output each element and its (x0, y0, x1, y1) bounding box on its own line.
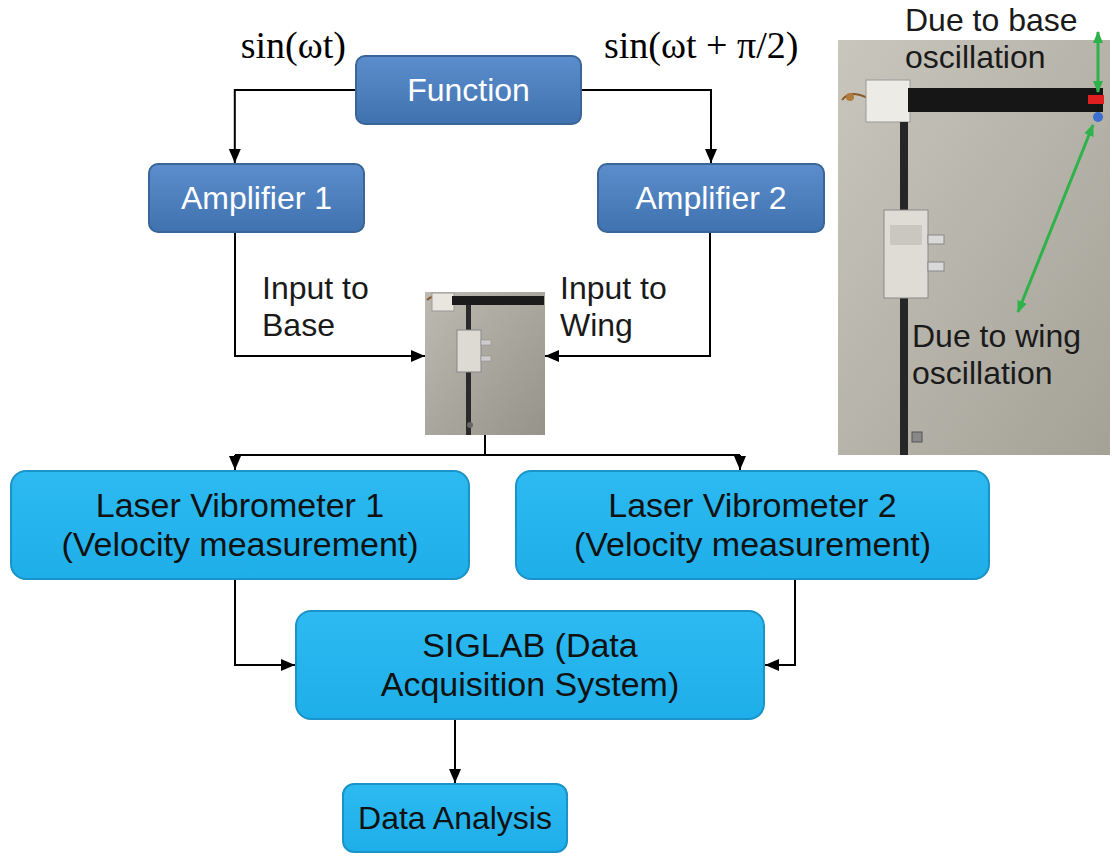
wire (842, 94, 868, 100)
amplifier-box: Amplifier 1 (148, 163, 365, 233)
specimen-photo (425, 292, 545, 435)
signal-wires (235, 233, 740, 470)
clamp-block (457, 330, 481, 372)
signal-formula: sin(ωt) (206, 24, 346, 68)
clamp-block (884, 210, 928, 298)
direction-arrow (1018, 125, 1093, 312)
photo-ground (838, 40, 1110, 455)
instrument-box: Laser Vibrometer 2 (Velocity measurement… (515, 470, 990, 580)
flow-arrow (235, 90, 355, 163)
measurement-mark (1088, 95, 1104, 104)
signal-wire (545, 233, 710, 356)
input-label: Input to Wing (560, 270, 682, 344)
specimen-photo-large (838, 32, 1110, 455)
annotation-label: Due to wing oscillation (912, 318, 1108, 392)
clamp (432, 293, 454, 311)
signal-formula: sin(ωt + π/2) (604, 24, 824, 68)
flow-arrow (454, 720, 456, 783)
signal-wire (484, 435, 486, 455)
bolt (928, 262, 944, 271)
connector-pin (846, 93, 854, 101)
measurement-dot (1093, 112, 1103, 122)
bolt (912, 432, 922, 442)
amplifier-box: Amplifier 2 (597, 163, 825, 233)
signal-wire (234, 455, 236, 470)
box-text: SIGLAB (Data Acquisition System) (360, 626, 700, 704)
signal-wire (739, 455, 741, 470)
bolt (928, 235, 944, 244)
box-text: Laser Vibrometer 2 (Velocity measurement… (558, 486, 948, 564)
flow-arrow (582, 90, 711, 163)
clamp (866, 80, 910, 122)
box-text: Laser Vibrometer 1 (Velocity measurement… (45, 486, 435, 564)
wing-beam (452, 296, 544, 305)
box-text: Amplifier 2 (635, 180, 786, 217)
flow-arrow (765, 580, 795, 665)
acquisition-box: SIGLAB (Data Acquisition System) (295, 610, 765, 720)
input-label: Input to Base (262, 270, 384, 344)
wing-beam (908, 88, 1103, 112)
signal-wire (235, 454, 740, 456)
function-box: Function (355, 55, 582, 125)
analysis-box: Data Analysis (342, 783, 568, 853)
bolt (481, 356, 491, 361)
photo-ground (425, 292, 545, 435)
annotation-label: Due to base oscillation (905, 2, 1105, 76)
direction-arrow (1097, 32, 1100, 92)
box-text: Function (407, 72, 530, 109)
box-text: Amplifier 1 (181, 180, 332, 217)
clamp-plate (890, 225, 922, 245)
flow-arrow (235, 580, 295, 665)
box-text: Data Analysis (358, 800, 552, 837)
signal-wire (235, 233, 425, 356)
instrument-box: Laser Vibrometer 1 (Velocity measurement… (10, 470, 470, 580)
bolt (481, 340, 491, 345)
bolt (467, 422, 473, 428)
